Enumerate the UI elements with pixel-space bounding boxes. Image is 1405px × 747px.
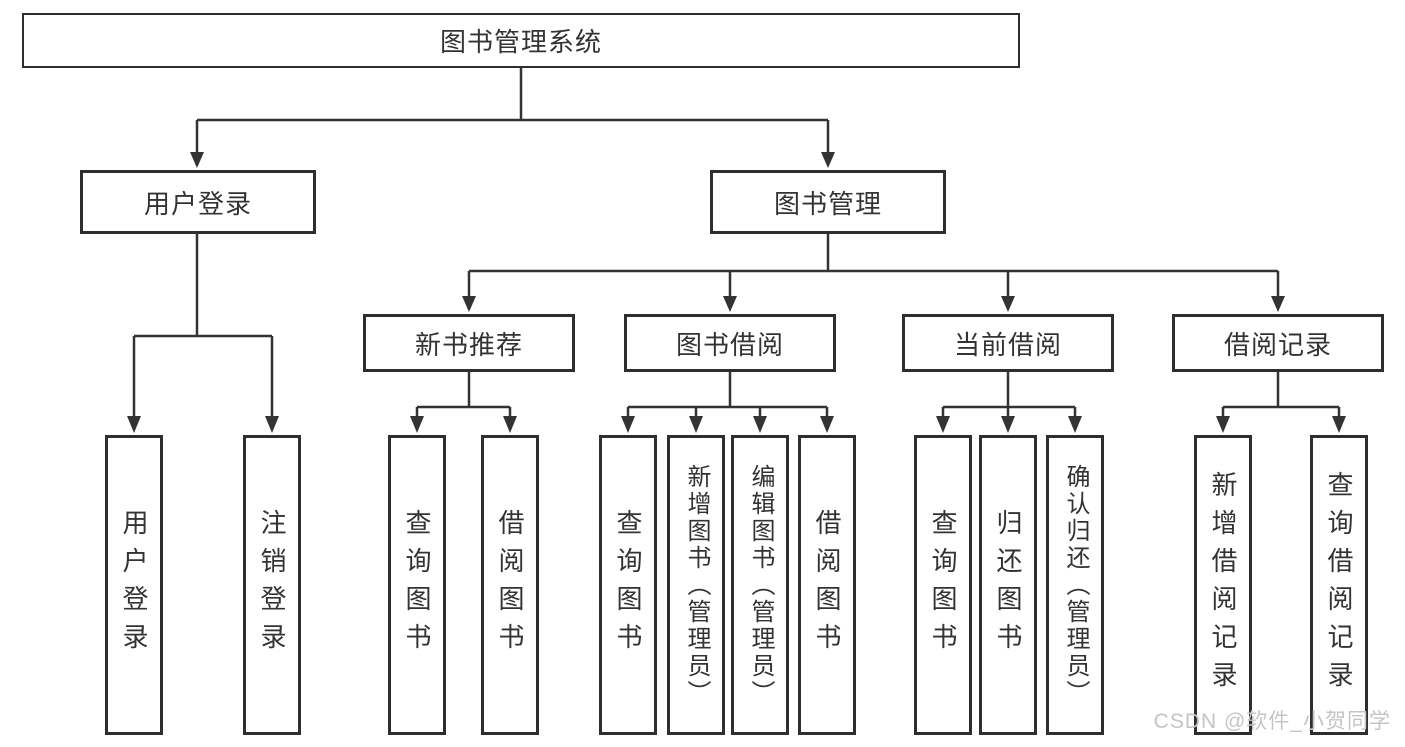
leaf-query-borrow-record: 查询借阅记录 — [1310, 435, 1368, 735]
leaf-add-borrow-record: 新增借阅记录 — [1194, 435, 1252, 735]
leaf-logout: 注销登录 — [243, 435, 301, 735]
node-book-management: 图书管理 — [710, 170, 946, 234]
node-book-borrowing: 图书借阅 — [624, 314, 836, 372]
node-user-login: 用户登录 — [80, 170, 316, 234]
leaf-borrow-books: 借阅图书 — [798, 435, 856, 735]
csdn-watermark: CSDN @软件_小贺同学 — [1153, 710, 1391, 733]
leaf-borrow-books-recommend: 借阅图书 — [481, 435, 539, 735]
node-library-management-system: 图书管理系统 — [22, 13, 1020, 68]
node-new-book-recommendation: 新书推荐 — [363, 314, 575, 372]
leaf-confirm-return-admin: 确认归还（管理员） — [1046, 435, 1104, 735]
leaf-query-books-recommend: 查询图书 — [388, 435, 446, 735]
leaf-add-book-admin: 新增图书（管理员） — [667, 435, 725, 735]
node-current-borrowing: 当前借阅 — [902, 314, 1114, 372]
leaf-user-login: 用户登录 — [105, 435, 163, 735]
leaf-query-books-current: 查询图书 — [914, 435, 972, 735]
node-borrowing-records: 借阅记录 — [1172, 314, 1384, 372]
leaf-return-book: 归还图书 — [979, 435, 1037, 735]
leaf-query-books-borrow: 查询图书 — [599, 435, 657, 735]
leaf-edit-book-admin: 编辑图书（管理员） — [731, 435, 789, 735]
